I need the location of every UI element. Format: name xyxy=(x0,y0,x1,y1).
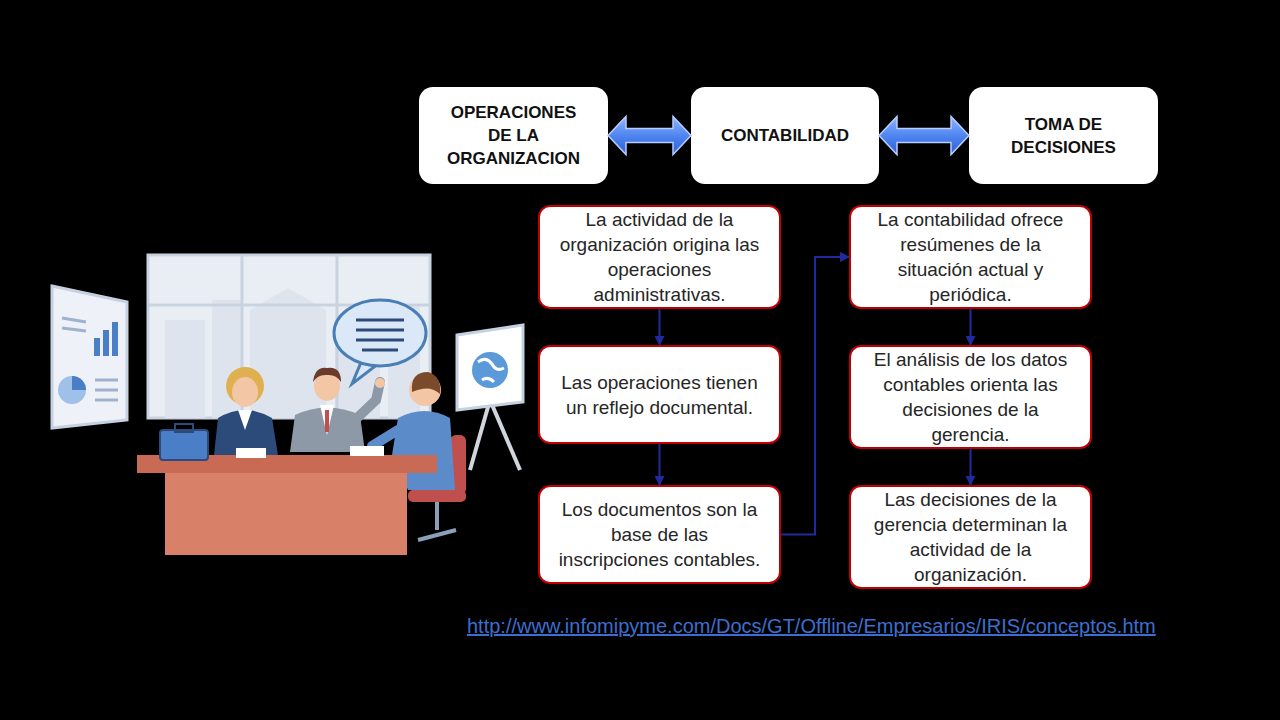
header-box: CONTABILIDAD xyxy=(691,87,879,184)
easel-leg xyxy=(490,400,520,470)
text-line xyxy=(62,318,86,322)
bubble-line xyxy=(356,339,404,342)
easel-board xyxy=(457,325,523,410)
step-text: Los documentos son la base de las inscri… xyxy=(556,497,763,572)
meeting-table xyxy=(137,424,437,555)
flow-arrow xyxy=(781,257,849,535)
person-man xyxy=(290,368,385,452)
process-box: La actividad de la organización origina … xyxy=(538,205,781,309)
process-box: El análisis de los datos contables orien… xyxy=(849,345,1092,449)
raised-arm xyxy=(355,382,380,420)
flow-arrow xyxy=(970,449,972,485)
paper xyxy=(350,446,384,456)
flow-arrow xyxy=(659,309,661,345)
double-arrow xyxy=(608,117,691,155)
header-box: TOMA DE DECISIONES xyxy=(969,87,1158,184)
office-window xyxy=(148,255,430,418)
header-text: OPERACIONES DE LA ORGANIZACION xyxy=(441,101,586,170)
tie xyxy=(325,410,329,432)
text-line xyxy=(62,328,86,331)
process-box: Las operaciones tienen un reflejo docume… xyxy=(538,345,781,444)
easel-leg xyxy=(470,400,490,470)
source-url: http://www.infomipyme.com/Docs/GT/Offlin… xyxy=(467,615,1156,638)
flow-arrow xyxy=(970,309,972,345)
step-text: La contabilidad ofrece resúmenes de la s… xyxy=(867,207,1074,307)
bubble xyxy=(334,300,426,366)
briefcase xyxy=(160,430,208,460)
speech-bubble xyxy=(334,300,426,384)
chart-bar xyxy=(112,322,118,356)
bubble-line xyxy=(356,319,404,322)
chart-bar xyxy=(94,338,100,356)
header-text: TOMA DE DECISIONES xyxy=(991,113,1136,159)
process-box: Las decisiones de la gerencia determinan… xyxy=(849,485,1092,589)
globe xyxy=(472,352,508,388)
process-box: La contabilidad ofrece resúmenes de la s… xyxy=(849,205,1092,309)
paper xyxy=(236,448,266,458)
text-line xyxy=(95,399,118,402)
bubble-line xyxy=(356,329,404,332)
suit xyxy=(290,408,365,453)
hair xyxy=(412,372,440,394)
hair xyxy=(313,368,341,382)
arm xyxy=(372,430,398,446)
bubble-line xyxy=(362,349,398,352)
easel xyxy=(457,325,523,470)
window-frame xyxy=(148,255,430,418)
briefcase-handle xyxy=(175,424,193,432)
step-text: Las operaciones tienen un reflejo docume… xyxy=(556,370,763,420)
chair-seat xyxy=(408,490,466,502)
chair-post xyxy=(435,502,439,530)
screen-panel xyxy=(52,286,127,428)
face xyxy=(232,377,258,407)
shirt xyxy=(320,405,334,435)
step-text: Las decisiones de la gerencia determinan… xyxy=(867,487,1074,587)
table-front xyxy=(165,473,407,555)
pie-chart xyxy=(58,376,86,404)
person-woman xyxy=(214,367,278,455)
step-text: El análisis de los datos contables orien… xyxy=(867,347,1074,447)
building xyxy=(165,320,205,418)
building xyxy=(250,288,326,418)
double-arrow xyxy=(879,117,969,155)
header-text: CONTABILIDAD xyxy=(721,124,849,147)
header-box: OPERACIONES DE LA ORGANIZACION xyxy=(419,87,608,184)
process-box: Los documentos son la base de las inscri… xyxy=(538,485,781,584)
wall-screen xyxy=(52,286,127,428)
chair-base xyxy=(418,530,456,540)
text-line xyxy=(95,379,118,382)
hand xyxy=(375,378,385,388)
flow-arrow xyxy=(659,444,661,485)
text-line xyxy=(95,389,118,392)
chart-bar xyxy=(103,330,109,356)
globe-land xyxy=(478,359,504,382)
collar xyxy=(238,410,252,430)
pie-slice xyxy=(72,376,86,390)
step-text: La actividad de la organización origina … xyxy=(556,207,763,307)
